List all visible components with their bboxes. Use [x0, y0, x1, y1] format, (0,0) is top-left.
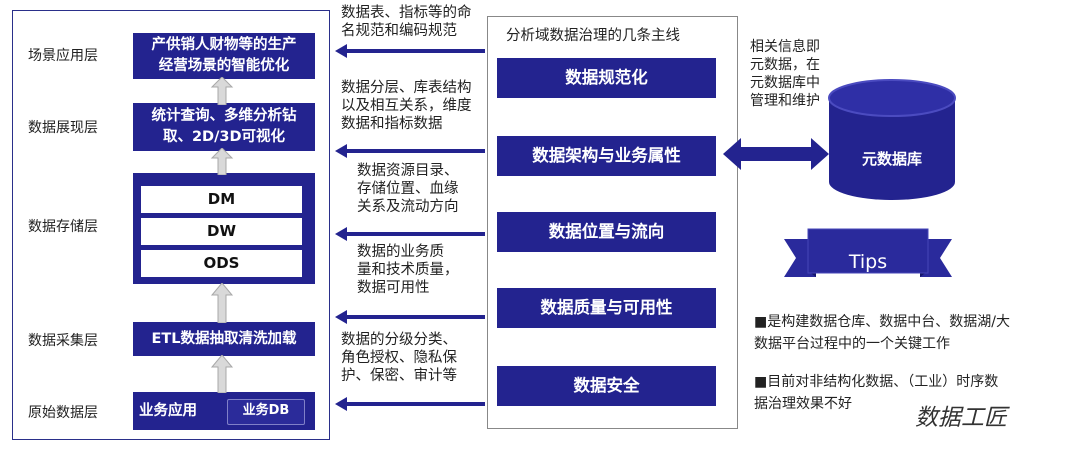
note-naming-line-2: 名规范和编码规范 — [341, 23, 457, 39]
note-security: 数据的分级分类、 角色授权、隐私保 护、保密、审计等 — [341, 331, 457, 385]
theme-standardization: 数据规范化 — [497, 58, 716, 98]
note-architecture-line-2: 以及相互关系，维度 — [341, 98, 472, 114]
stack-item-dw: DW — [141, 218, 302, 245]
tip-2: ■目前对非结构化数据、（工业）时序数 据治理效果不好 — [754, 371, 998, 415]
scene-line-2: 经营场景的智能优化 — [158, 58, 290, 74]
tips-ribbon-icon — [784, 228, 952, 277]
scene-line-1: 产供销人财物等的生产 — [151, 37, 297, 53]
center-title: 分析域数据治理的几条主线 — [506, 28, 680, 44]
tip-1-line-1: ■是构建数据仓库、数据中台、数据湖/大 — [754, 314, 1010, 330]
stack-item-dm: DM — [141, 186, 302, 213]
up-arrow-icon — [210, 148, 234, 175]
left-arrow-icon — [335, 44, 485, 58]
theme-location-flow: 数据位置与流向 — [497, 212, 716, 252]
note-architecture-line-3: 数据和指标数据 — [341, 116, 443, 132]
layer-label-presentation: 数据展现层 — [28, 120, 98, 136]
storage-stack: DM DW ODS — [133, 173, 315, 284]
presentation-line-1: 统计查询、多维分析钻 — [151, 108, 297, 124]
tip-2-line-1: ■目前对非结构化数据、（工业）时序数 — [754, 374, 999, 390]
signature: 数据工匠 — [915, 405, 1007, 431]
metadata-database-icon — [828, 79, 956, 200]
tip-2-line-2: 据治理效果不好 — [754, 396, 852, 412]
theme-security: 数据安全 — [497, 366, 716, 406]
presentation-line-2: 取、2D/3D可视化 — [162, 129, 286, 145]
layer-label-scene: 场景应用层 — [28, 48, 98, 64]
note-quality-line-2: 量和技术质量， — [357, 262, 459, 278]
business-app-box: 业务应用 业务DB — [133, 392, 315, 430]
theme-quality: 数据质量与可用性 — [497, 288, 716, 328]
metadata-note-line-2: 元数据，在 — [750, 57, 820, 73]
note-quality-line-1: 数据的业务质 — [357, 244, 444, 260]
left-arrow-icon — [335, 144, 485, 158]
presentation-box: 统计查询、多维分析钻 取、2D/3D可视化 — [133, 103, 315, 151]
metadata-note-line-3: 元数据库中 — [750, 75, 820, 91]
note-lineage-line-2: 存储位置、血缘 — [357, 181, 459, 197]
up-arrow-icon — [210, 283, 234, 323]
note-security-line-2: 角色授权、隐私保 — [341, 350, 457, 366]
note-quality-line-3: 数据可用性 — [357, 280, 430, 296]
note-naming-line-1: 数据表、指标等的命 — [341, 5, 472, 21]
business-db-label: 业务DB — [227, 399, 305, 425]
tip-1-line-2: 数据平台过程中的一个关键工作 — [754, 336, 950, 352]
note-lineage-line-3: 关系及流动方向 — [357, 199, 459, 215]
metadata-note: 相关信息即 元数据，在 元数据库中 管理和维护 — [750, 38, 820, 110]
up-arrow-icon — [210, 77, 234, 105]
metadata-note-line-4: 管理和维护 — [750, 93, 820, 109]
scene-application-box: 产供销人财物等的生产 经营场景的智能优化 — [133, 33, 315, 79]
business-app-label: 业务应用 — [139, 403, 197, 419]
note-architecture-line-1: 数据分层、库表结构 — [341, 80, 472, 96]
double-arrow-icon — [723, 138, 829, 170]
note-security-line-3: 护、保密、审计等 — [341, 368, 457, 384]
note-lineage-line-1: 数据资源目录、 — [357, 163, 459, 179]
left-arrow-icon — [335, 227, 485, 241]
tips-label: Tips — [848, 251, 888, 273]
metadata-note-line-1: 相关信息即 — [750, 39, 820, 55]
architecture-panel — [12, 10, 330, 440]
etl-box: ETL数据抽取清洗加载 — [133, 322, 315, 356]
left-arrow-icon — [335, 310, 485, 324]
note-security-line-1: 数据的分级分类、 — [341, 332, 457, 348]
tip-1: ■是构建数据仓库、数据中台、数据湖/大 数据平台过程中的一个关键工作 — [754, 311, 1010, 355]
note-lineage: 数据资源目录、 存储位置、血缘 关系及流动方向 — [357, 162, 459, 216]
theme-architecture: 数据架构与业务属性 — [497, 136, 716, 176]
layer-label-collection: 数据采集层 — [28, 333, 98, 349]
note-quality: 数据的业务质 量和技术质量， 数据可用性 — [357, 243, 459, 297]
metadata-database-label: 元数据库 — [861, 150, 922, 168]
left-arrow-icon — [335, 397, 485, 411]
note-naming: 数据表、指标等的命 名规范和编码规范 — [341, 4, 472, 40]
stack-item-ods: ODS — [141, 250, 302, 277]
note-architecture: 数据分层、库表结构 以及相互关系，维度 数据和指标数据 — [341, 79, 472, 133]
layer-label-raw: 原始数据层 — [28, 405, 98, 421]
layer-label-storage: 数据存储层 — [28, 219, 98, 235]
up-arrow-icon — [210, 355, 234, 393]
